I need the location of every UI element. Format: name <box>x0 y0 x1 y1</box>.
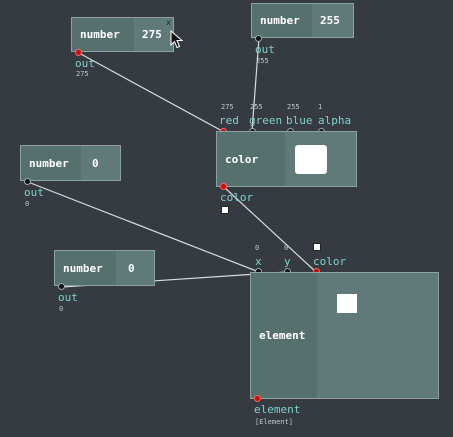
element-preview <box>337 294 357 313</box>
number-value[interactable]: 275 <box>142 28 162 41</box>
node-title: number <box>252 4 312 37</box>
out-port[interactable] <box>24 178 31 185</box>
color-input-label: color <box>313 255 347 268</box>
close-icon[interactable]: x <box>166 18 171 27</box>
number-node-4[interactable]: number 0 <box>54 250 155 286</box>
green-input-label: green <box>249 114 283 127</box>
out-port-value: 255 <box>256 57 269 65</box>
node-title: number <box>55 251 116 285</box>
out-port-label: out <box>24 186 44 199</box>
out-port-label: out <box>58 291 78 304</box>
blue-input-value: 255 <box>287 103 300 111</box>
green-input-value: 255 <box>250 103 263 111</box>
out-port-value: 0 <box>25 200 30 208</box>
wire-n1-out-to-red <box>78 52 225 133</box>
number-value[interactable]: 0 <box>128 261 135 275</box>
alpha-input-value: 1 <box>318 103 323 111</box>
color-node[interactable]: color <box>216 131 357 187</box>
out-port[interactable] <box>58 283 65 290</box>
y-input-value: 0 <box>284 244 289 252</box>
element-output-label: element <box>254 403 301 416</box>
node-title: number <box>72 18 134 51</box>
number-value[interactable]: 0 <box>92 156 99 170</box>
number-node-1[interactable]: number 275 x <box>71 17 174 52</box>
red-input-value: 275 <box>221 103 234 111</box>
out-port-label: out <box>75 57 95 70</box>
out-port[interactable] <box>75 49 82 56</box>
number-value[interactable]: 255 <box>320 14 340 27</box>
color-input-swatch <box>313 243 321 251</box>
element-output-value: [Element] <box>255 418 293 426</box>
x-input-value: 0 <box>255 244 260 252</box>
out-port-label: out <box>255 43 275 56</box>
node-title: color <box>217 132 285 186</box>
y-input-label: y <box>284 255 291 268</box>
color-output-swatch <box>221 206 229 214</box>
red-input-label: red <box>219 114 239 127</box>
color-output-port[interactable] <box>220 183 227 190</box>
mouse-cursor-icon <box>170 30 184 49</box>
wire-n3-out-to-x <box>27 181 260 273</box>
out-port-value: 275 <box>76 70 89 78</box>
element-output-port[interactable] <box>254 395 261 402</box>
number-node-3[interactable]: number 0 <box>20 145 121 181</box>
number-node-2[interactable]: number 255 <box>251 3 354 38</box>
x-input-label: x <box>255 255 262 268</box>
node-title: element <box>251 273 317 398</box>
color-output-label: color <box>220 191 254 204</box>
alpha-input-label: alpha <box>318 114 352 127</box>
blue-input-label: blue <box>286 114 313 127</box>
element-node[interactable]: element <box>250 272 439 399</box>
out-port-value: 0 <box>59 305 64 313</box>
node-title: number <box>21 146 81 180</box>
color-swatch <box>295 145 327 174</box>
wire-n2-out-to-green <box>251 37 260 132</box>
wire-color-out-to-element-color <box>223 186 317 273</box>
out-port[interactable] <box>255 35 262 42</box>
